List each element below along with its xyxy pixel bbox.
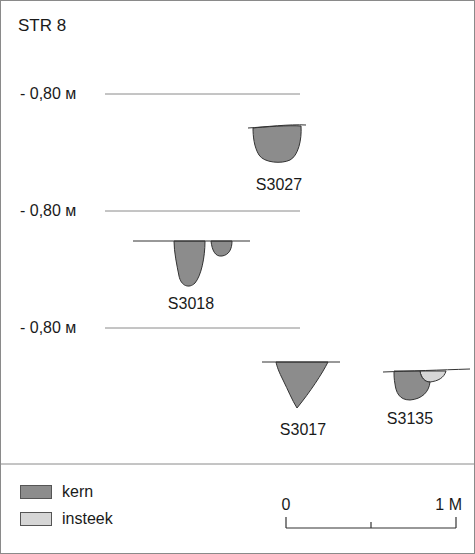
feature-s3017 [262,362,340,408]
level-label: - 0,80 м [20,86,76,102]
legend-text: kern [62,484,93,500]
feature-s3027 [248,125,306,162]
drawing-title: STR 8 [18,17,66,34]
scale-label: 1 M [435,497,462,513]
feature-number: S3018 [168,296,214,312]
legend-divider [0,464,475,465]
legend-swatch [20,512,52,526]
level-label: - 0,80 м [20,203,76,219]
feature-number: S3017 [280,422,326,438]
scale-bar [286,517,456,528]
legend-text: insteek [62,511,113,527]
scale-label: 0 [282,497,291,513]
level-label: - 0,80 м [20,320,76,336]
feature-number: S3027 [256,177,302,193]
feature-s3018 [133,241,250,286]
feature-number: S3135 [387,411,433,427]
level-line [105,328,300,329]
level-line [105,211,300,212]
level-line [105,94,300,95]
feature-s3135 [383,369,470,400]
legend-swatch [20,485,52,499]
